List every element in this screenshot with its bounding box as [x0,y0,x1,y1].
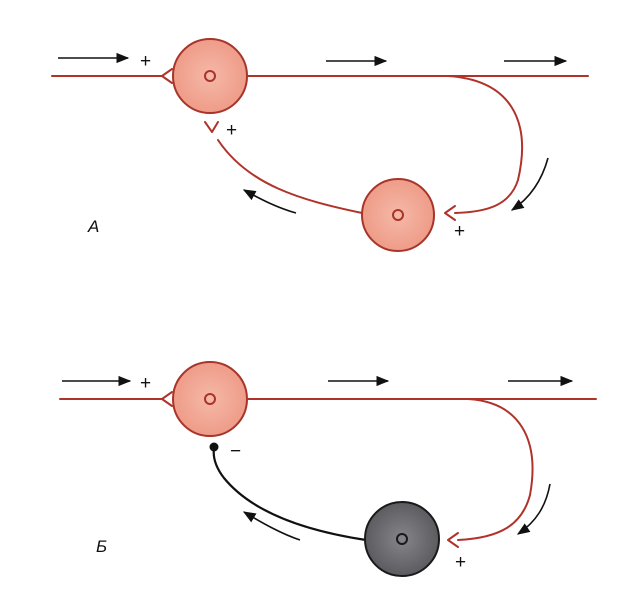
panel-b-collateral-axon [457,398,534,541]
panel-a-main-neuron-nucleus [204,70,216,82]
panel-a-feedback-synapse [204,121,219,133]
panel-b-inhibitory-neuron-nucleus [396,533,408,545]
panel-b-feedback-sign: − [230,441,241,462]
panel-b-inhibitory-terminal [209,442,219,452]
panel-b-inhibitory-axon [212,447,367,542]
panel-a-input-synapse [161,68,173,84]
panel-b-collateral-synapse [447,532,459,548]
panel-a-feedback-sign: + [226,120,237,141]
panel-b-label: Б [96,537,107,556]
panel-b-main-neuron-nucleus [204,393,216,405]
panel-a-label: А [87,217,99,236]
panel-a-feedback-arrow [242,189,297,214]
panel-a-feedback-axon [217,139,363,214]
panel-b-collateral-arrow [516,483,551,535]
panel-a: + + + А [51,38,589,252]
panel-b-inhibitory-neuron [364,501,440,577]
panel-a-collateral-arrow [510,157,549,211]
panel-a-collateral-sign: + [454,221,465,242]
panel-b-collateral-sign: + [455,552,466,573]
panel-a-input-sign: + [140,51,151,72]
panel-b-input-sign: + [140,373,151,394]
panel-b: + − + Б [59,361,597,577]
panel-a-collateral-synapse [444,205,456,221]
panel-a-feedback-neuron-nucleus [392,209,404,221]
panel-a-main-neuron [172,38,248,114]
panel-a-collateral-axon [447,75,524,214]
panel-b-feedback-arrow [242,511,301,541]
panel-b-main-neuron [172,361,248,437]
panel-a-feedback-neuron [361,178,435,252]
panel-b-input-synapse [161,391,173,407]
